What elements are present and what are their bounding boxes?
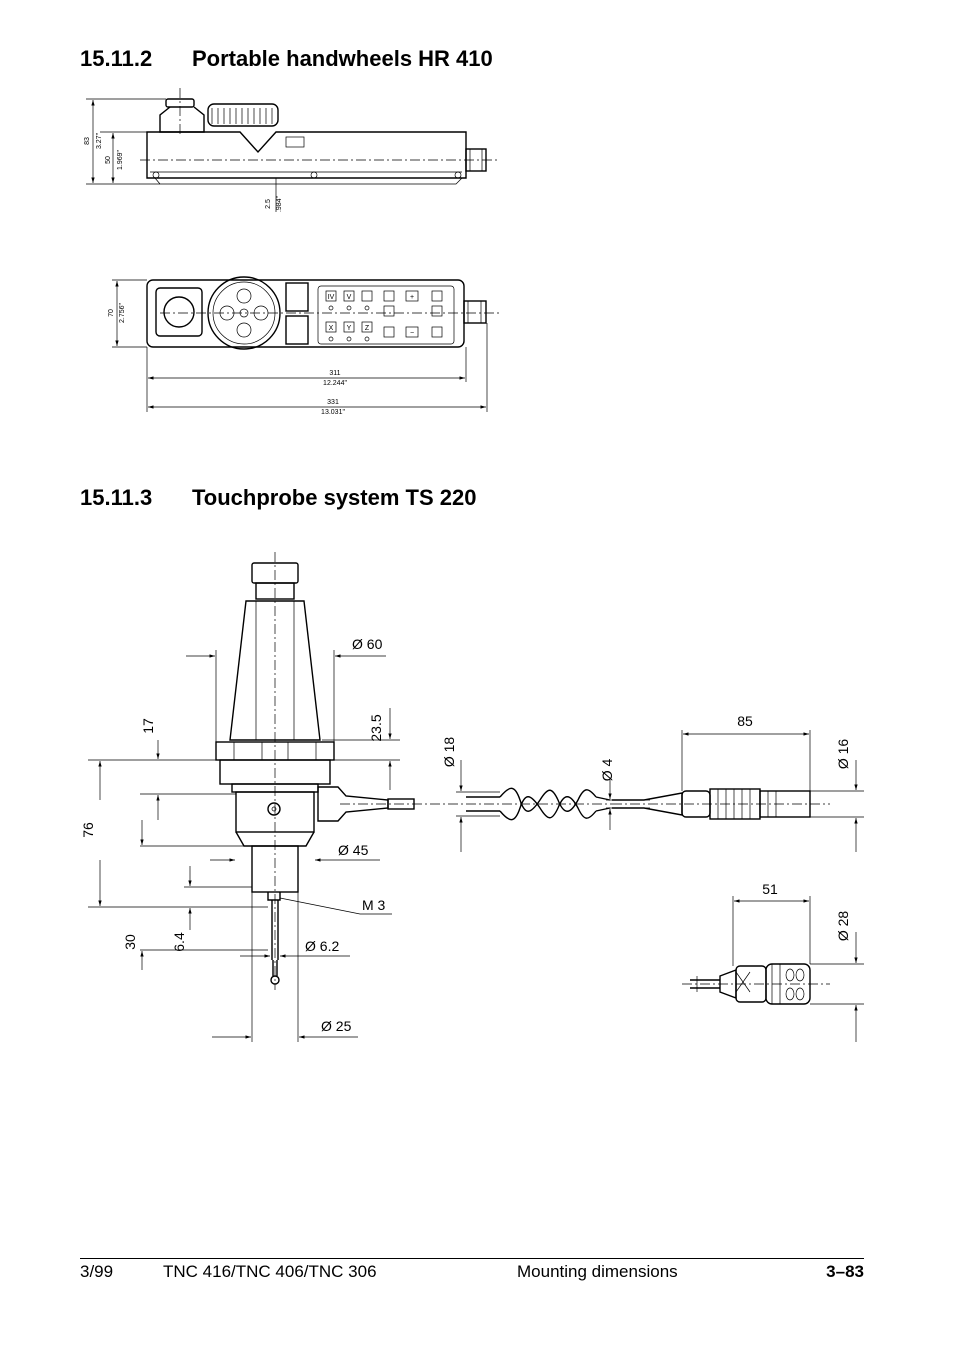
dim-50: 50 (105, 156, 112, 164)
dim-311-in: 12.244" (323, 380, 347, 387)
dim-dia-18: Ø 18 (441, 737, 457, 768)
dim-23-5: 23.5 (368, 714, 384, 741)
dim-331: 331 (327, 399, 339, 406)
dim-70-in: 2.756" (119, 302, 126, 323)
hr410-side-view: 83 3.27" 50 1.969" 2.5 .984" (84, 88, 500, 212)
ts220-probe-drawing: Ø 60 23.5 17 76 Ø 45 M 3 30 6.4 Ø 6.2 (80, 552, 612, 1042)
section-heading-hr410: 15.11.2 Portable handwheels HR 410 (80, 46, 493, 72)
dim-dia-16: Ø 16 (835, 739, 851, 770)
footer-rule (80, 1258, 864, 1259)
dim-50-in: 1.969" (117, 149, 124, 170)
footer-model: TNC 416/TNC 406/TNC 306 (163, 1262, 377, 1281)
dim-2-5: 2.5 (265, 199, 272, 209)
section-title: Portable handwheels HR 410 (192, 46, 493, 71)
dim-dia-25: Ø 25 (321, 1018, 352, 1034)
key-x: X (329, 325, 334, 332)
key-y: Y (347, 325, 352, 332)
dim-dia-4: Ø 4 (599, 759, 615, 782)
dim-dia-60: Ø 60 (352, 636, 383, 652)
key-z: Z (365, 325, 370, 332)
dim-6-4: 6.4 (171, 932, 187, 952)
footer-section: Mounting dimensions (517, 1262, 678, 1281)
dim-2-5-in: .984" (276, 195, 283, 212)
dim-51: 51 (762, 881, 778, 897)
ts220-cable-drawing: Ø 18 Ø 4 85 Ø 16 (441, 713, 864, 1042)
section-number: 15.11.3 (80, 485, 153, 510)
footer-date: 3/99 (80, 1262, 114, 1281)
key-v: V (347, 294, 352, 301)
hr410-top-view: IV V X Y Z + − 70 2.756" 311 12.244" 331… (108, 276, 500, 416)
dim-dia-6-2: Ø 6.2 (305, 938, 339, 954)
dim-331-in: 13.031" (321, 409, 345, 416)
key-iv: IV (328, 294, 335, 301)
dim-83: 83 (84, 137, 91, 145)
dim-17: 17 (140, 718, 156, 734)
dim-83-in: 3.27" (96, 132, 103, 149)
dim-30: 30 (122, 934, 138, 950)
section-heading-ts220: 15.11.3 Touchprobe system TS 220 (80, 485, 476, 511)
dim-85: 85 (737, 713, 753, 729)
key-minus: − (410, 330, 414, 337)
dim-dia-28: Ø 28 (835, 911, 851, 942)
dim-76: 76 (80, 822, 96, 838)
section-title: Touchprobe system TS 220 (192, 485, 477, 510)
footer-page-number: 3–83 (826, 1262, 864, 1281)
key-plus: + (410, 294, 414, 301)
dim-dia-45: Ø 45 (338, 842, 369, 858)
dim-70: 70 (108, 309, 115, 317)
section-number: 15.11.2 (80, 46, 153, 71)
dim-m3: M 3 (362, 897, 386, 913)
dim-311: 311 (329, 370, 340, 377)
